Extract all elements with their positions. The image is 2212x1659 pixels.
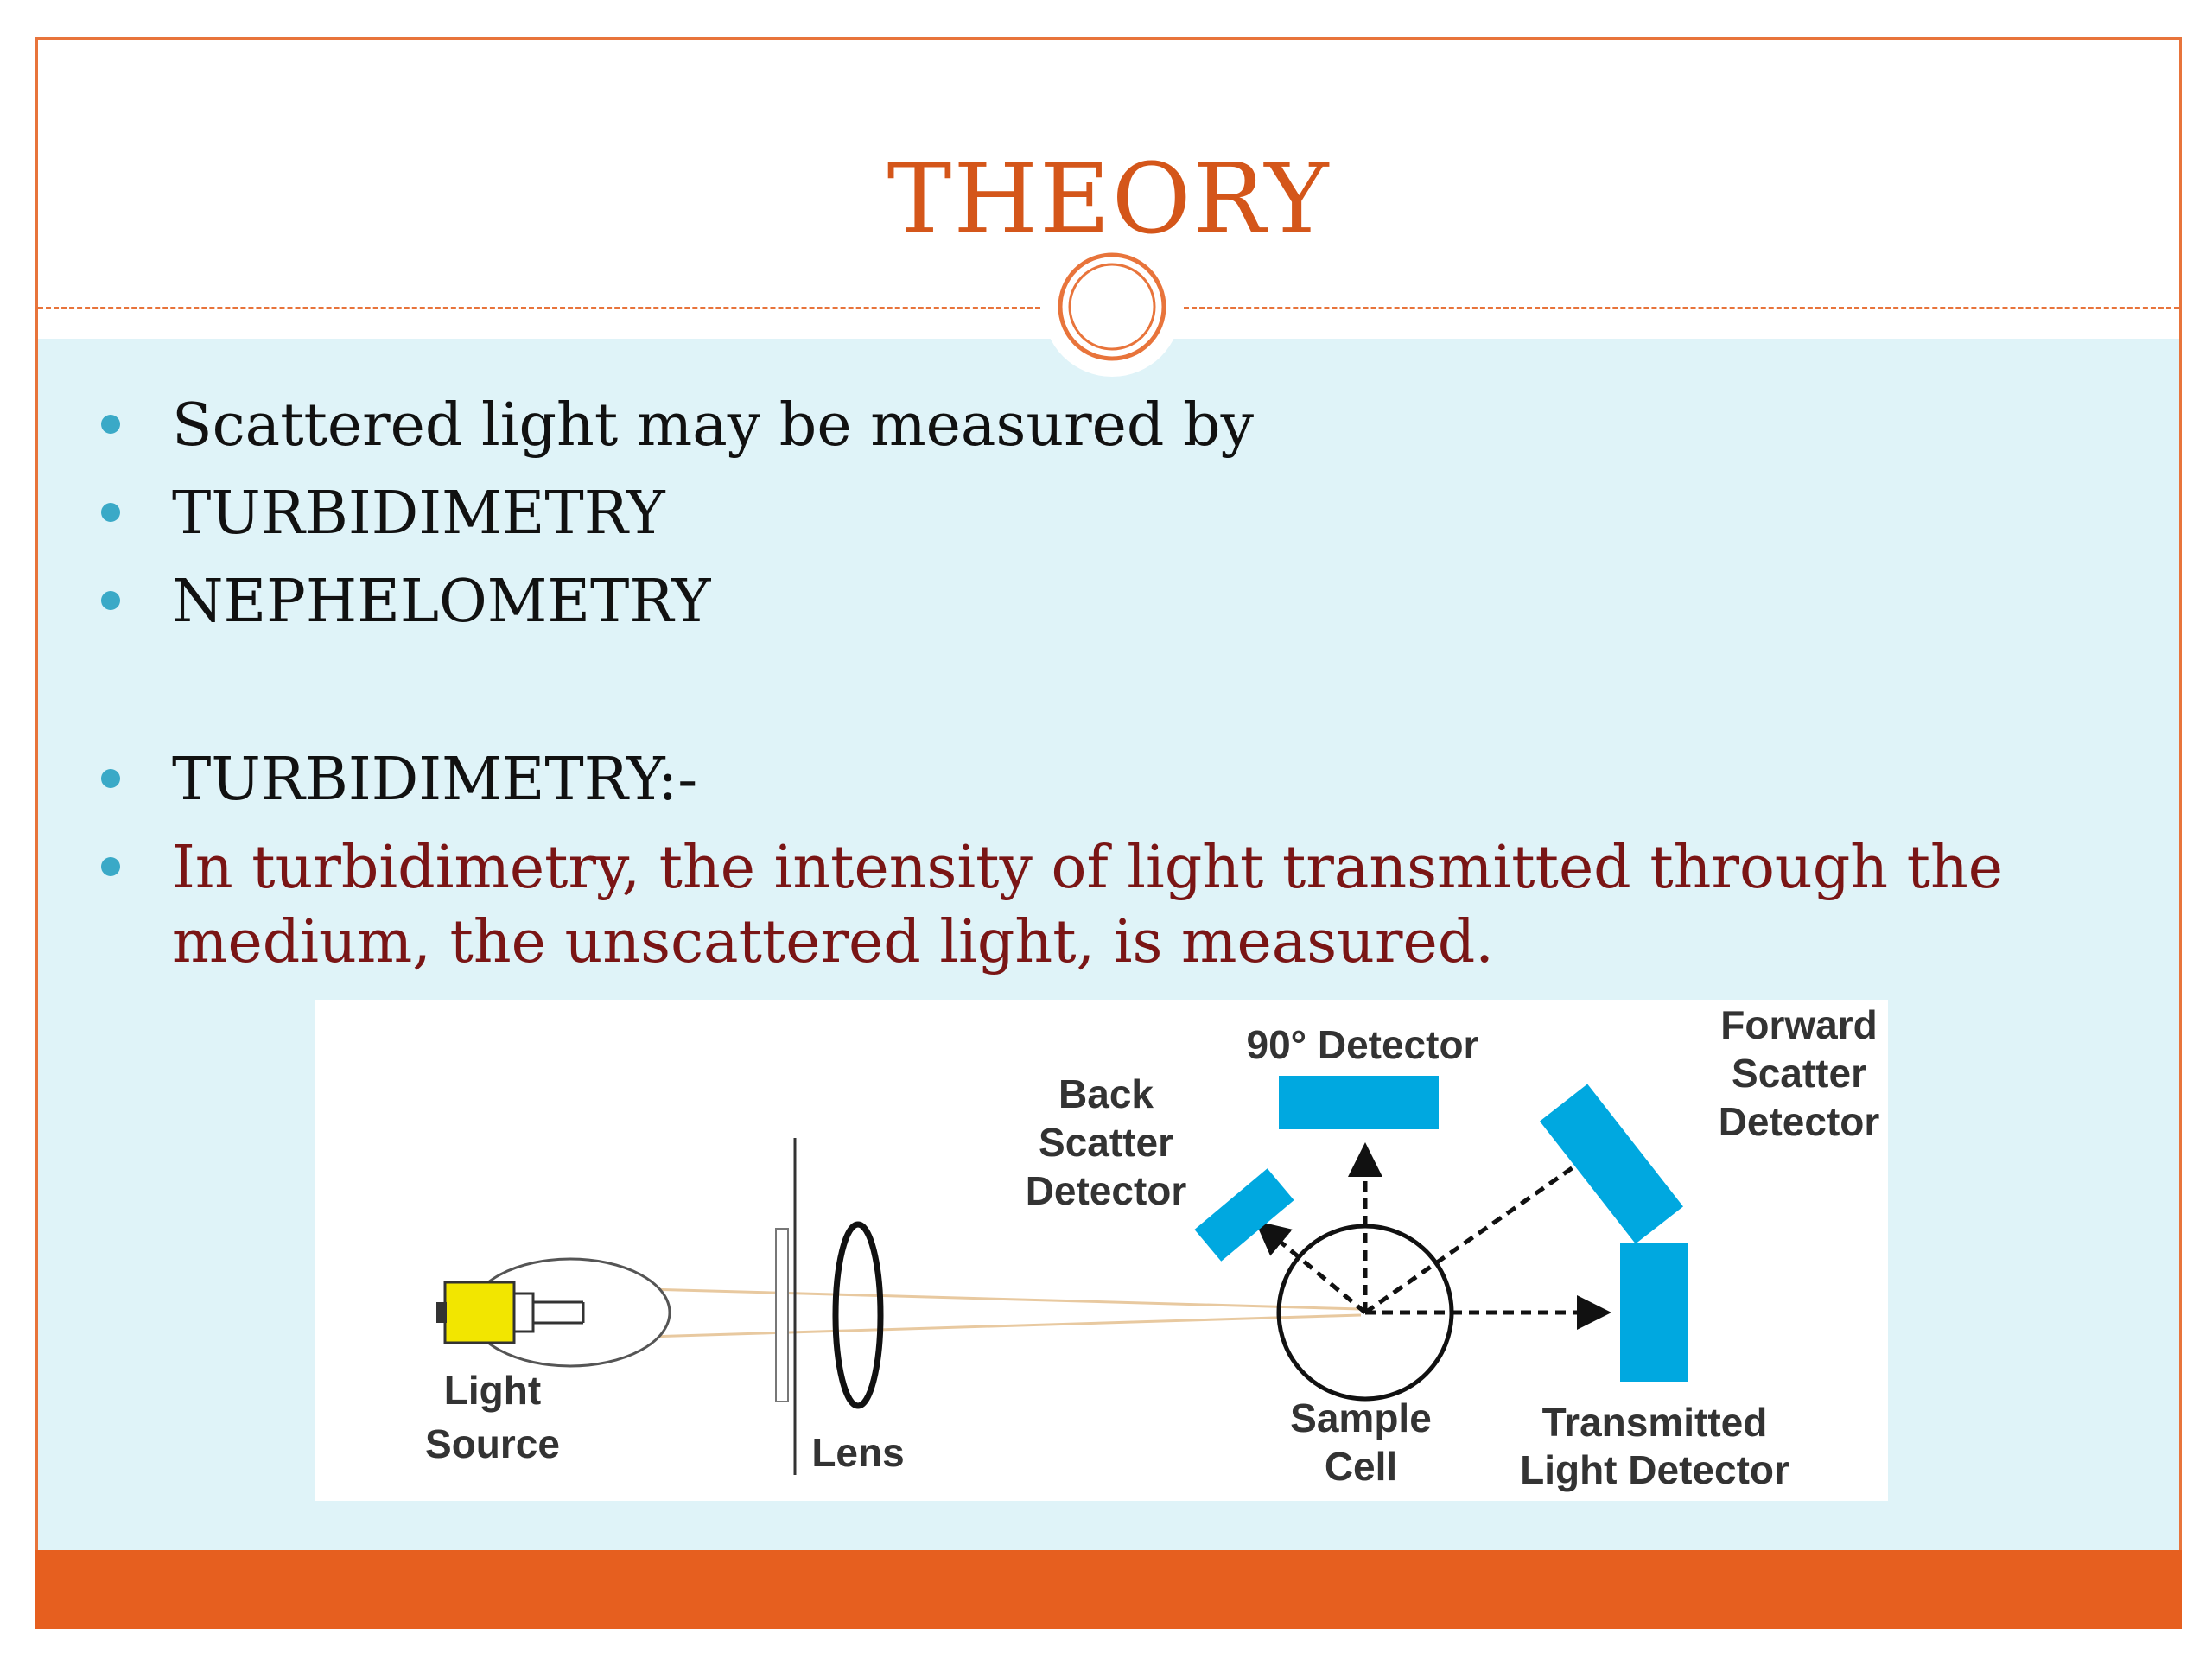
label-transmitted-detector: Light Detector bbox=[1520, 1447, 1789, 1492]
detector-90-icon bbox=[1279, 1076, 1439, 1129]
light-source-icon bbox=[436, 1257, 671, 1368]
lens-icon bbox=[775, 1138, 884, 1475]
ring-ornament-icon bbox=[1058, 252, 1166, 361]
bullet-item: NEPHELOMETRY bbox=[38, 565, 710, 639]
label-forward-scatter: Scatter bbox=[1732, 1051, 1866, 1096]
divider-left bbox=[38, 307, 1040, 309]
divider-right bbox=[1184, 307, 2179, 309]
bullet-text: TURBIDIMETRY bbox=[172, 480, 665, 548]
label-lens: Lens bbox=[811, 1430, 904, 1475]
label-back-scatter: Scatter bbox=[1039, 1120, 1173, 1165]
label-transmitted-detector: Transmitted bbox=[1542, 1400, 1768, 1445]
back-scatter-detector-icon bbox=[1194, 1168, 1294, 1262]
bullet-dot-icon bbox=[101, 503, 120, 522]
ring-backdrop bbox=[1043, 238, 1181, 377]
bullet-text: NEPHELOMETRY bbox=[172, 568, 711, 636]
label-light-source: Light bbox=[444, 1368, 541, 1413]
slide-title: THEORY bbox=[887, 143, 1331, 256]
bullet-text: TURBIDIMETRY:- bbox=[172, 746, 698, 814]
label-forward-scatter: Detector bbox=[1719, 1099, 1880, 1144]
bullet-item: TURBIDIMETRY:- bbox=[38, 743, 697, 817]
label-back-scatter: Detector bbox=[1026, 1168, 1187, 1213]
label-90-detector: 90° Detector bbox=[1247, 1022, 1479, 1067]
label-sample-cell: Sample bbox=[1290, 1395, 1432, 1440]
diagram-canvas: Light Source Lens Sample Cell 90° Detect… bbox=[425, 1002, 1880, 1492]
bullet-dot-icon bbox=[101, 591, 120, 610]
bullet-dot-icon bbox=[101, 857, 120, 876]
label-back-scatter: Back bbox=[1058, 1071, 1154, 1116]
bullet-dot-icon bbox=[101, 769, 120, 788]
scatter-arrows bbox=[1255, 1141, 1611, 1330]
bullet-text-highlight: In turbidimetry, the intensity of light … bbox=[172, 834, 2003, 976]
label-sample-cell: Cell bbox=[1325, 1444, 1397, 1489]
turbidimetry-diagram: Light Source Lens Sample Cell 90° Detect… bbox=[315, 1000, 1888, 1501]
footer-bar bbox=[35, 1550, 2182, 1629]
bullet-item: Scattered light may be measured by bbox=[38, 389, 1254, 463]
transmitted-detector-icon bbox=[1620, 1243, 1688, 1382]
label-forward-scatter: Forward bbox=[1720, 1002, 1877, 1047]
bullet-item: TURBIDIMETRY bbox=[38, 477, 665, 551]
label-light-source: Source bbox=[425, 1421, 560, 1466]
bullet-item: In turbidimetry, the intensity of light … bbox=[38, 831, 2159, 980]
light-beam bbox=[647, 1287, 1362, 1338]
bullet-dot-icon bbox=[101, 415, 120, 434]
bullet-text: Scattered light may be measured by bbox=[172, 391, 1254, 460]
forward-scatter-detector-icon bbox=[1540, 1084, 1683, 1244]
